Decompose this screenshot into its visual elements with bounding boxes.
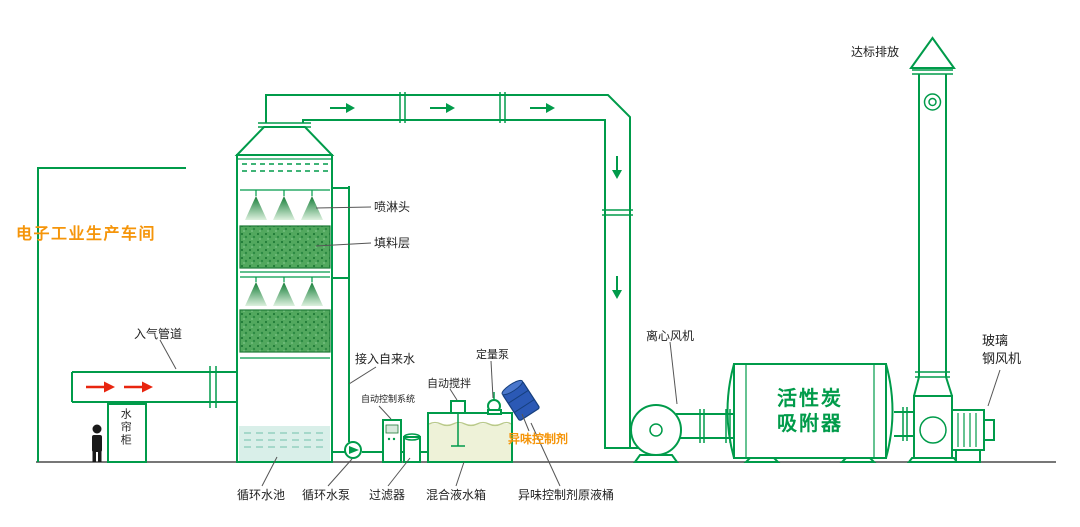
metering-pump-icon	[487, 392, 502, 415]
tap-water-label: 接入自来水	[355, 352, 416, 366]
discharge-label: 达标排放	[851, 45, 900, 59]
packing-layer-lower	[239, 309, 331, 353]
workshop-wall	[37, 167, 186, 462]
filter-icon	[403, 433, 421, 463]
metering-pump-label: 定量泵	[476, 348, 509, 361]
packing-layer-label: 填料层	[374, 236, 411, 250]
auto-stirrer-label: 自动搅拌	[427, 377, 471, 390]
duct-flow-arrow-icon	[330, 103, 622, 299]
frp-fan	[907, 395, 995, 463]
inlet-duct-label: 入气管道	[134, 327, 183, 341]
inlet-duct	[71, 366, 237, 408]
carbon-adsorber-label-line2: 吸附器	[777, 411, 843, 435]
mixing-tank-icon	[427, 412, 513, 463]
spray-nozzles-lower	[245, 277, 323, 306]
circulating-pump-label: 循环水泵	[302, 488, 351, 502]
odor-agent-drum-icon	[501, 379, 540, 421]
centrifugal-fan	[630, 404, 734, 463]
carbon-adsorber	[726, 363, 894, 463]
spray-nozzles-upper	[245, 190, 323, 220]
frp-fan-label-line1: 玻璃	[982, 334, 1009, 349]
dosing-station	[332, 186, 540, 463]
carbon-adsorber-label: 活性炭 吸附器	[760, 386, 860, 436]
frp-fan-label: 玻璃 钢风机	[982, 333, 1021, 368]
circulating-pump-icon	[344, 441, 362, 459]
spray-heads-label: 喷淋头	[374, 200, 411, 214]
leader-lines	[159, 206, 1001, 487]
auto-control-label: 自动控制系统	[361, 395, 416, 405]
rain-cap-icon	[909, 36, 956, 69]
odor-agent-drum-label: 异味控制剂原液桶	[518, 488, 615, 502]
circulating-pool-label: 循环水池	[237, 488, 286, 502]
workshop-label: 电子工业生产车间	[16, 224, 157, 243]
odor-agent-label: 异味控制剂	[508, 432, 569, 446]
water-curtain-cabinet	[107, 403, 147, 463]
adsorber-outlet-duct	[894, 407, 916, 441]
packing-layer-upper	[239, 225, 331, 269]
main-duct	[265, 92, 648, 449]
stirrer-icon	[450, 400, 466, 447]
carbon-adsorber-label-line1: 活性炭	[777, 386, 843, 410]
control-cabinet-icon	[382, 419, 402, 463]
mixing-tank-label: 混合液水箱	[426, 488, 487, 502]
water-curtain-label: 水帘柜	[119, 408, 133, 447]
person-icon	[92, 424, 102, 462]
spray-tower	[234, 122, 335, 463]
frp-fan-label-line2: 钢风机	[982, 351, 1022, 367]
filter-label: 过滤器	[369, 488, 406, 502]
exhaust-stack	[909, 36, 956, 397]
sampling-port-icon	[923, 93, 942, 111]
centrifugal-fan-label: 离心风机	[646, 329, 695, 343]
flow-arrow-icon	[86, 381, 153, 393]
circulating-pool-water	[239, 426, 330, 461]
